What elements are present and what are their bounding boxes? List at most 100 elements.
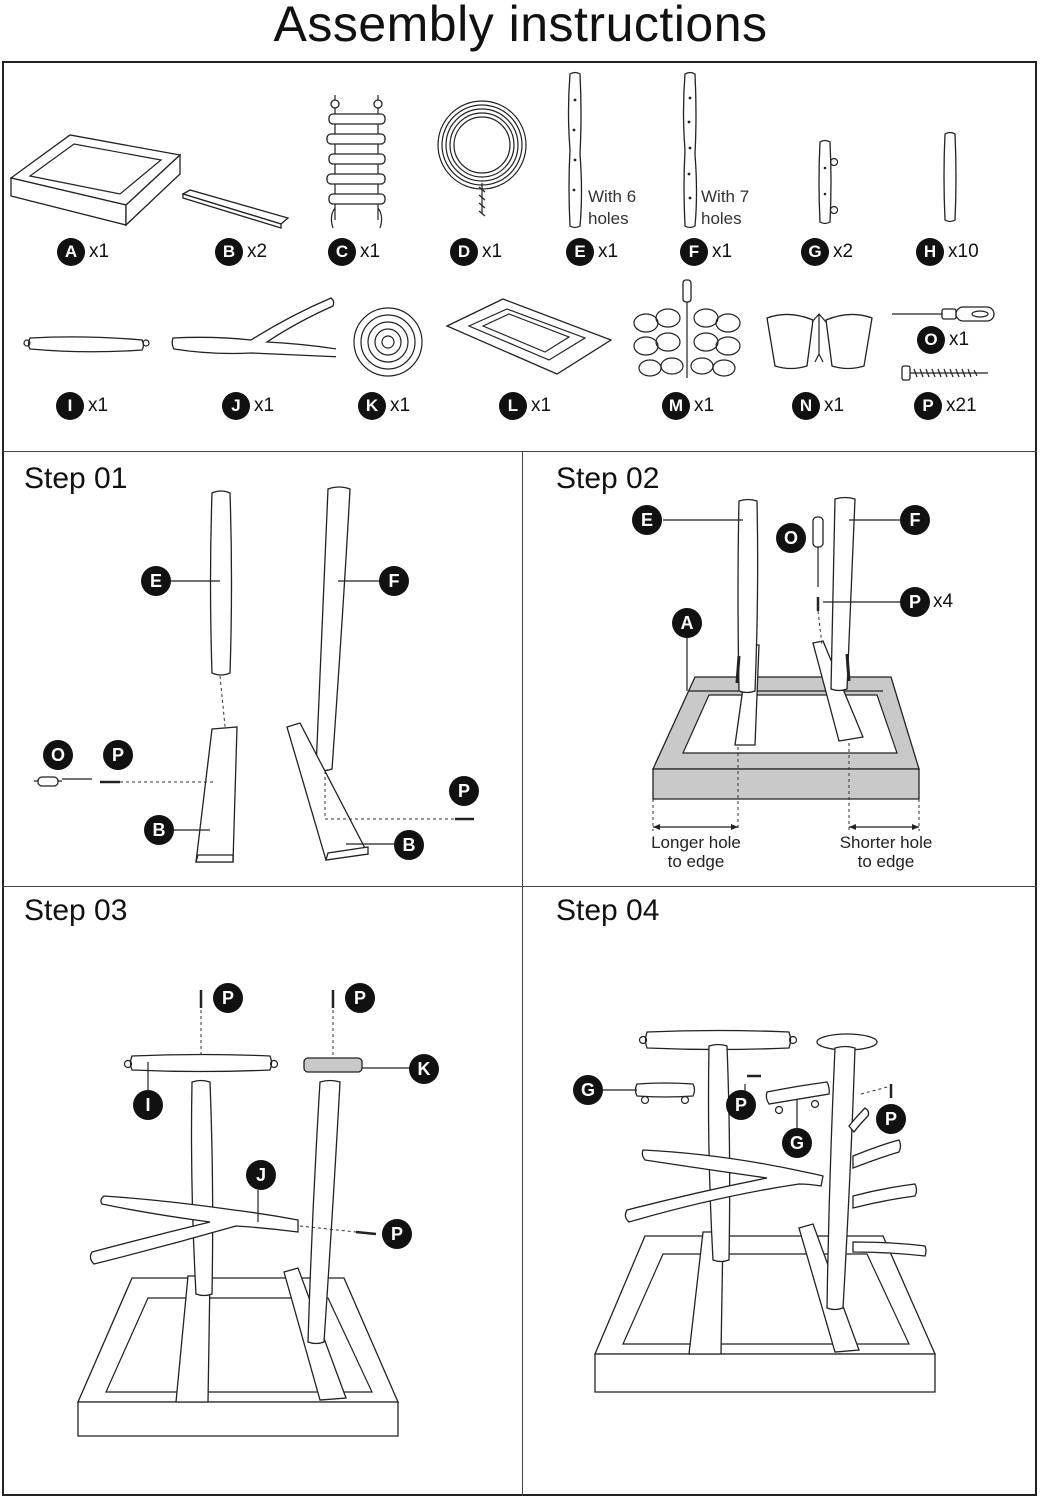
step-04-badge-p-right: P [876,1104,906,1134]
part-n-illustration [766,313,873,370]
part-b-label: B x2 [215,238,267,266]
part-b-illustration [181,189,290,229]
step-01-badge-f: F [379,566,409,596]
step-02-badge-f: F [900,505,930,535]
step-03-badge-p-right: P [382,1219,412,1249]
step-02-title: Step 02 [556,462,660,495]
part-e-note-line1: With 6 [588,187,637,206]
part-b-qty: x2 [247,241,268,262]
part-l-qty: x1 [531,395,552,416]
part-o-illustration [892,306,995,322]
part-f-illustration [682,71,698,229]
step-02-dim-left-line1: Longer hole [651,833,741,852]
part-a-qty: x1 [89,241,110,262]
part-c-badge: C [328,238,356,266]
part-j-qty: x1 [254,395,275,416]
step-01-badge-p-right: P [449,776,479,806]
step-03-callout-j: J [246,1160,276,1190]
part-h-qty: x10 [948,241,979,262]
step-03-callout-i: I [133,1090,163,1120]
part-l-label: L x1 [499,392,551,420]
step-01-illustration [34,486,474,863]
part-h-badge: H [916,238,944,266]
part-h-label: H x10 [916,238,979,266]
part-p-label: P x21 [914,392,977,420]
part-f-note-line1: With 7 [701,187,750,206]
part-k-badge: K [358,392,386,420]
step-02-badge-o: O [776,523,806,553]
divider-steps [2,886,1037,887]
step-02-callout-o: O [776,523,806,553]
part-i-label: I x1 [56,392,108,420]
part-o-label: O x1 [917,326,969,354]
step-02-badge-a: A [672,608,702,638]
step-02-callout-a: A [672,608,702,638]
step-01-callout-b-left: B [144,815,174,845]
part-o-badge: O [917,326,945,354]
step-03-title: Step 03 [24,894,128,927]
step-02-dim-right-line1: Shorter hole [839,833,933,852]
step-01-badge-o: O [43,740,73,770]
part-j-label: J x1 [222,392,274,420]
part-g-badge: G [801,238,829,266]
part-e-label: E x1 [566,238,618,266]
step-01-callout-e: E [141,566,171,596]
part-a-badge: A [57,238,85,266]
step-02-dim-left: Longer hole to edge [636,833,756,871]
part-n-label: N x1 [792,392,844,420]
step-02-callout-f: F [900,505,930,535]
part-e-qty: x1 [598,241,619,262]
part-i-illustration [23,336,150,353]
step-04-callout-p-left: P [726,1090,756,1120]
part-m-qty: x1 [694,395,715,416]
step-01-badge-b-left: B [144,815,174,845]
step-03-badge-i: I [133,1090,163,1120]
part-j-badge: J [222,392,250,420]
step-01-badge-p-left: P [103,740,133,770]
part-l-illustration [445,298,613,375]
part-j-illustration [171,297,336,358]
step-03-badge-j: J [246,1160,276,1190]
step-02-dim-right-line2: to edge [857,852,915,871]
part-d-label: D x1 [450,238,502,266]
part-l-badge: L [499,392,527,420]
part-p-badge: P [914,392,942,420]
part-p-illustration [901,365,988,381]
step-02-illustration [651,496,920,831]
divider-parts [2,451,1037,452]
step-02-dim-right: Shorter hole to edge [822,833,950,871]
part-d-badge: D [450,238,478,266]
part-e-note-line2: holes [588,209,629,228]
part-k-qty: x1 [390,395,411,416]
step-04-badge-g-left: G [573,1075,603,1105]
step-04-badge-p-left: P [726,1090,756,1120]
step-01-callout-p-left: P [103,740,133,770]
step-04-title: Step 04 [556,894,660,927]
step-03-callout-p-right: P [382,1219,412,1249]
part-m-illustration [633,279,741,378]
step-03-badge-p-mid: P [345,983,375,1013]
step-04-illustration [594,1029,936,1393]
step-02-dim-left-line2: to edge [667,852,725,871]
step-01-callout-o: O [43,740,73,770]
part-f-label: F x1 [680,238,732,266]
part-d-qty: x1 [482,241,503,262]
step-02-badge-p: P [900,587,930,617]
part-b-badge: B [215,238,243,266]
step-03-callout-k: K [409,1054,439,1084]
step-02-callout-p: P x4 [900,587,953,617]
step-03-callout-p-mid: P [345,983,375,1013]
step-03-callout-p-left: P [213,983,243,1013]
part-f-note: With 7 holes [701,186,749,230]
instructions-frame [2,61,1037,1496]
part-m-label: M x1 [662,392,714,420]
part-g-qty: x2 [833,241,854,262]
part-k-label: K x1 [358,392,410,420]
part-m-badge: M [662,392,690,420]
step-03-illustration [77,990,410,1437]
step-03-badge-k: K [409,1054,439,1084]
part-k-illustration [353,307,423,377]
step-01-callout-b-right: B [394,830,424,860]
part-h-illustration [943,131,957,223]
part-a-illustration [9,134,182,227]
